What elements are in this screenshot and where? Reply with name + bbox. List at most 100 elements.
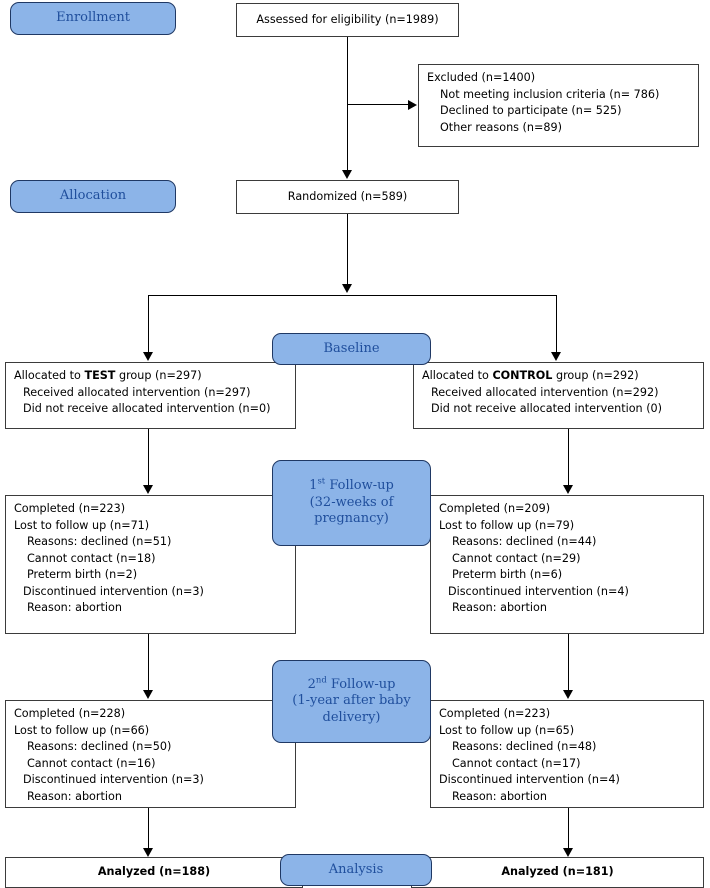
followup2-control-discontinued-reason: Reason: abortion bbox=[452, 789, 547, 803]
arrowhead-test-followup1 bbox=[143, 485, 153, 494]
followup2-test-discontinued-reason: Reason: abortion bbox=[27, 789, 122, 803]
allocation-test-line: Received allocated intervention (n=297) bbox=[23, 385, 251, 399]
followup1-subtitle-2: pregnancy) bbox=[314, 511, 389, 527]
stage-label-analysis: Analysis bbox=[328, 861, 384, 877]
excluded-reason: Other reasons (n=89) bbox=[440, 120, 562, 134]
followup2-test-reason: Cannot contact (n=16) bbox=[27, 756, 156, 770]
arrowhead-control-analysis bbox=[563, 848, 573, 857]
stage-label-followup-2: 2nd Follow-up (1-year after baby deliver… bbox=[292, 675, 411, 727]
allocation-control-heading-post: group (n=292) bbox=[552, 369, 639, 382]
connector-test-followup1-to-followup2 bbox=[148, 633, 149, 691]
followup2-control-discontinued: Discontinued intervention (n=4) bbox=[439, 773, 620, 787]
analyzed-control-label: Analyzed (n=181) bbox=[501, 865, 614, 879]
followup2-ordinal: 2 bbox=[307, 676, 316, 692]
followup1-test-reason: Preterm birth (n=2) bbox=[27, 568, 138, 582]
stage-label-followup-1: 1st Follow-up (32-weeks of pregnancy) bbox=[309, 476, 394, 528]
allocation-test-line: Did not receive allocated intervention (… bbox=[23, 402, 271, 416]
connector-control-followup1-to-followup2 bbox=[568, 633, 569, 691]
box-excluded: Excluded (n=1400) Not meeting inclusion … bbox=[418, 64, 699, 147]
allocation-control-heading-pre: Allocated to bbox=[422, 369, 493, 382]
arrowhead-test-analysis bbox=[143, 848, 153, 857]
excluded-reason: Declined to participate (n= 525) bbox=[440, 104, 622, 118]
followup1-test-reason: Cannot contact (n=18) bbox=[27, 551, 156, 565]
allocation-test-group-name: TEST bbox=[84, 369, 116, 382]
followup1-control-discontinued: Discontinued intervention (n=4) bbox=[448, 584, 629, 598]
followup2-control-reason: Cannot contact (n=17) bbox=[452, 756, 581, 770]
box-assessed-for-eligibility: Assessed for eligibility (n=1989) bbox=[236, 3, 459, 37]
allocation-control-line: Did not receive allocated intervention (… bbox=[431, 402, 663, 416]
followup2-control-reason: Reasons: declined (n=48) bbox=[452, 740, 597, 754]
randomized-label: Randomized (n=589) bbox=[287, 189, 408, 203]
allocation-test-heading: Allocated to TEST group (n=297) bbox=[14, 368, 287, 385]
box-analyzed-control: Analyzed (n=181) bbox=[411, 857, 704, 888]
allocation-control-line: Received allocated intervention (n=292) bbox=[431, 385, 659, 399]
followup1-control-discontinued-reason: Reason: abortion bbox=[452, 601, 547, 615]
connector-to-excluded bbox=[347, 104, 409, 105]
allocation-control-group-name: CONTROL bbox=[492, 369, 553, 382]
stage-badge-followup-2: 2nd Follow-up (1-year after baby deliver… bbox=[272, 660, 431, 743]
arrowhead-control-followup1 bbox=[563, 485, 573, 494]
followup2-control-lost: Lost to follow up (n=65) bbox=[439, 723, 575, 737]
connector-split-to-control-allocation bbox=[556, 295, 557, 353]
followup1-test-discontinued: Discontinued intervention (n=3) bbox=[23, 584, 204, 598]
followup2-subtitle-2: delivery) bbox=[322, 709, 381, 725]
box-followup2-test: Completed (n=228) Lost to follow up (n=6… bbox=[5, 700, 296, 808]
followup1-control-completed: Completed (n=209) bbox=[439, 502, 551, 515]
arrowhead-test-allocation bbox=[143, 352, 153, 361]
arrowhead-test-followup2 bbox=[143, 690, 153, 699]
arrowhead-control-followup2 bbox=[563, 690, 573, 699]
followup1-test-completed: Completed (n=223) bbox=[14, 502, 126, 515]
connector-assessed-to-randomized bbox=[347, 36, 348, 171]
stage-badge-analysis: Analysis bbox=[280, 854, 432, 886]
followup2-subtitle-1: (1-year after baby bbox=[292, 693, 411, 709]
followup1-ordinal: 1 bbox=[309, 478, 318, 494]
followup2-test-discontinued: Discontinued intervention (n=3) bbox=[23, 773, 204, 787]
split-bar-allocation bbox=[148, 295, 556, 296]
stage-badge-enrollment: Enrollment bbox=[10, 2, 176, 35]
allocation-control-heading: Allocated to CONTROL group (n=292) bbox=[422, 368, 695, 385]
arrowhead-to-randomized bbox=[342, 170, 352, 179]
connector-split-to-test-allocation bbox=[148, 295, 149, 353]
stage-badge-allocation: Allocation bbox=[10, 180, 176, 213]
allocation-test-heading-pre: Allocated to bbox=[14, 369, 85, 382]
followup1-control-reason: Reasons: declined (n=44) bbox=[452, 535, 597, 549]
arrowhead-randomized-split bbox=[342, 284, 352, 293]
followup1-test-reason: Reasons: declined (n=51) bbox=[27, 535, 172, 549]
followup2-test-completed: Completed (n=228) bbox=[14, 707, 126, 720]
followup1-control-reason: Cannot contact (n=29) bbox=[452, 551, 581, 565]
followup2-test-lost: Lost to follow up (n=66) bbox=[14, 723, 150, 737]
connector-control-followup2-to-analysis bbox=[568, 807, 569, 849]
followup1-title: Follow-up bbox=[325, 478, 394, 494]
arrowhead-control-allocation bbox=[551, 352, 561, 361]
arrowhead-to-excluded bbox=[408, 100, 417, 110]
stage-label-enrollment: Enrollment bbox=[56, 10, 130, 26]
assessed-label: Assessed for eligibility (n=1989) bbox=[256, 12, 439, 26]
connector-control-allocation-to-followup1 bbox=[568, 428, 569, 486]
followup1-test-discontinued-reason: Reason: abortion bbox=[27, 601, 122, 615]
followup1-ordinal-suffix: st bbox=[317, 476, 326, 487]
followup1-subtitle-1: (32-weeks of bbox=[309, 494, 394, 510]
connector-test-followup2-to-analysis bbox=[148, 807, 149, 849]
followup2-ordinal-suffix: nd bbox=[315, 675, 327, 686]
followup1-control-lost: Lost to follow up (n=79) bbox=[439, 518, 575, 532]
followup2-test-reason: Reasons: declined (n=50) bbox=[27, 740, 172, 754]
followup1-test-lost: Lost to follow up (n=71) bbox=[14, 518, 150, 532]
excluded-title: Excluded (n=1400) bbox=[427, 71, 536, 84]
allocation-test-heading-post: group (n=297) bbox=[115, 369, 202, 382]
analyzed-test-label: Analyzed (n=188) bbox=[97, 865, 211, 879]
connector-randomized-down bbox=[347, 213, 348, 285]
connector-test-allocation-to-followup1 bbox=[148, 428, 149, 486]
box-analyzed-test: Analyzed (n=188) bbox=[5, 857, 303, 888]
followup1-control-reason: Preterm birth (n=6) bbox=[452, 568, 563, 582]
followup2-control-completed: Completed (n=223) bbox=[439, 707, 551, 720]
followup2-title: Follow-up bbox=[326, 676, 396, 692]
box-followup1-test: Completed (n=223) Lost to follow up (n=7… bbox=[5, 495, 296, 634]
box-followup1-control: Completed (n=209) Lost to follow up (n=7… bbox=[430, 495, 704, 634]
excluded-reason: Not meeting inclusion criteria (n= 786) bbox=[440, 87, 660, 101]
box-allocation-test: Allocated to TEST group (n=297) Received… bbox=[5, 362, 296, 429]
stage-label-allocation: Allocation bbox=[59, 188, 127, 204]
box-randomized: Randomized (n=589) bbox=[236, 180, 459, 214]
box-followup2-control: Completed (n=223) Lost to follow up (n=6… bbox=[430, 700, 704, 808]
stage-badge-baseline: Baseline bbox=[272, 333, 431, 365]
